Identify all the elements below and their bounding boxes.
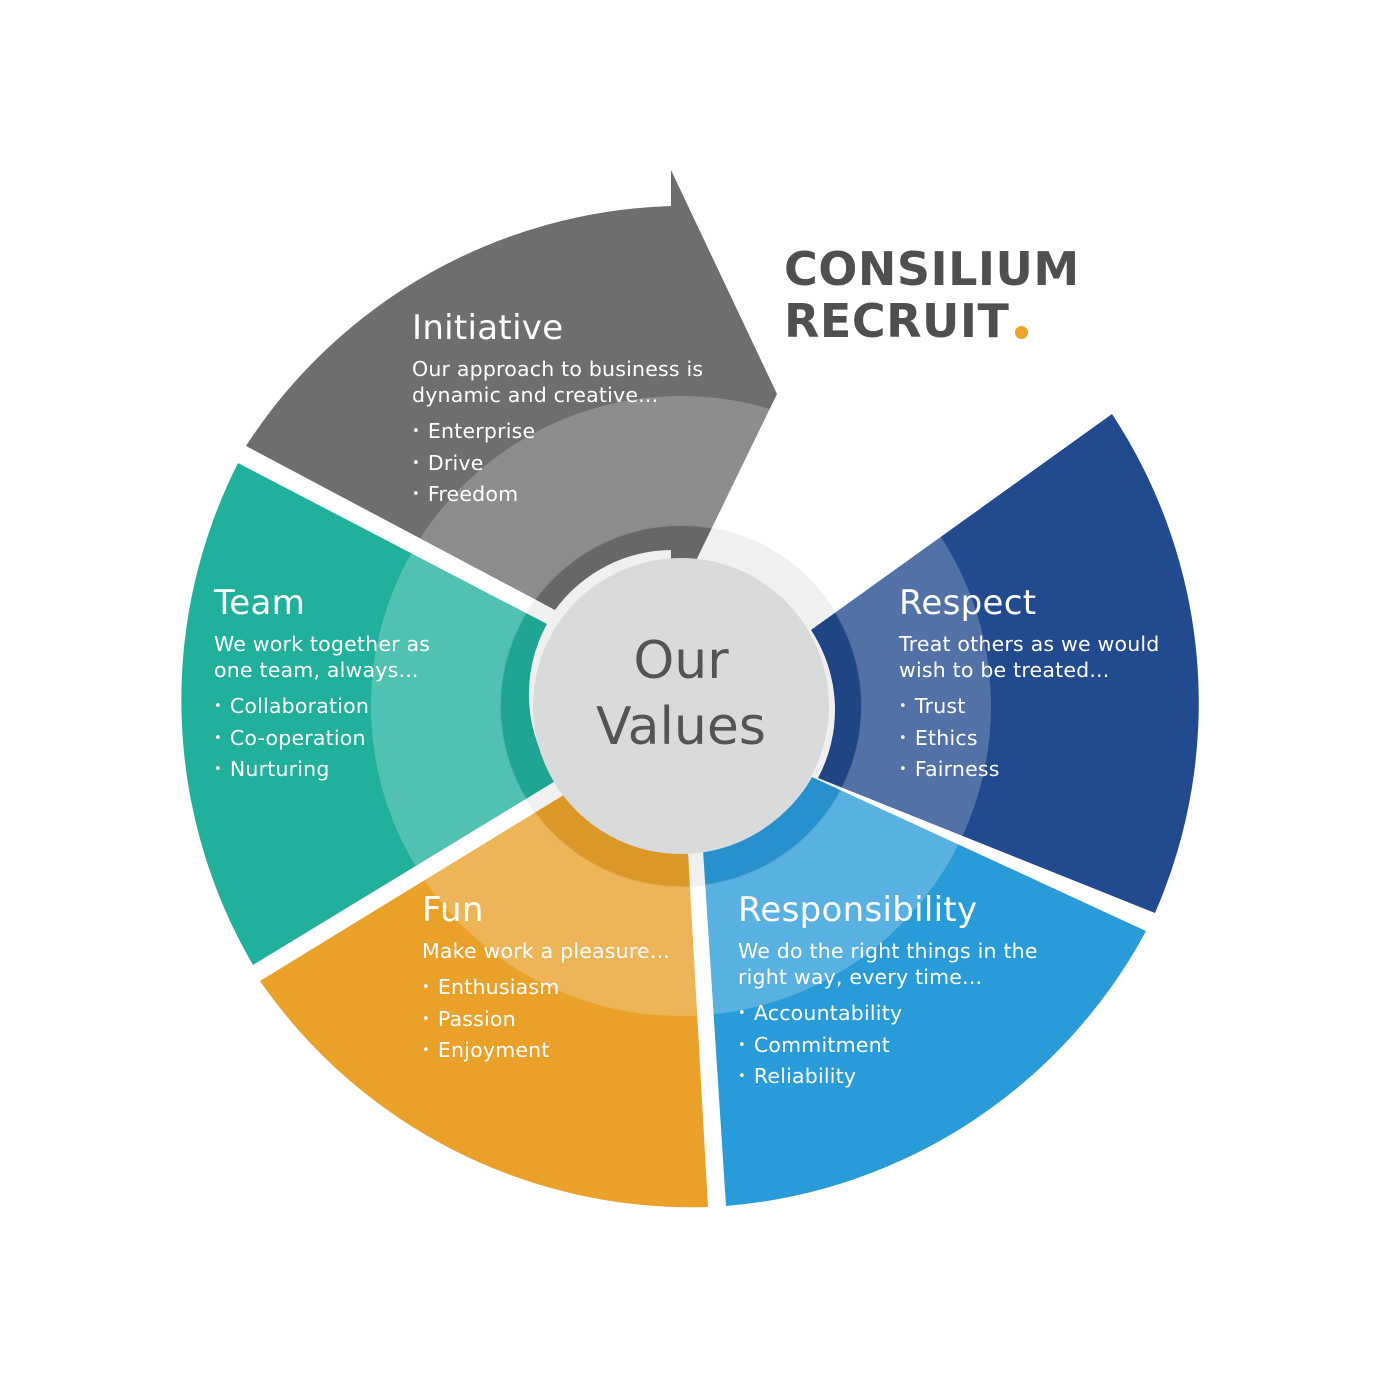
list-item: Ethics bbox=[899, 723, 1189, 755]
list-item: Collaboration bbox=[214, 691, 474, 723]
responsibility-description: We do the right things in the right way,… bbox=[738, 939, 1038, 989]
initiative-description: Our approach to business is dynamic and … bbox=[412, 357, 704, 407]
inner-ring-shadow bbox=[500, 525, 862, 887]
respect-title: Respect bbox=[899, 583, 1037, 623]
brand-logo: CONSILIUM RECRUIT bbox=[784, 243, 1080, 347]
list-item: Passion bbox=[422, 1004, 692, 1036]
team-block: Team We work together as one team, alway… bbox=[214, 583, 474, 786]
logo-line2: RECRUIT bbox=[784, 295, 1080, 347]
list-item: Enthusiasm bbox=[422, 972, 692, 1004]
list-item: Reliability bbox=[738, 1061, 1038, 1093]
responsibility-block: Responsibility We do the right things in… bbox=[738, 890, 1038, 1093]
team-list: Collaboration Co-operation Nurturing bbox=[214, 691, 474, 786]
list-item: Fairness bbox=[899, 754, 1189, 786]
center-title-line1: Our bbox=[633, 631, 729, 691]
respect-segment bbox=[811, 414, 1199, 913]
initiative-block: Initiative Our approach to business is d… bbox=[412, 308, 712, 511]
fun-list: Enthusiasm Passion Enjoyment bbox=[422, 972, 692, 1067]
fun-title: Fun bbox=[422, 890, 484, 930]
list-item: Enterprise bbox=[412, 416, 712, 448]
logo-line1: CONSILIUM bbox=[784, 242, 1080, 296]
fun-description: Make work a pleasure... bbox=[422, 939, 671, 963]
list-item: Accountability bbox=[738, 998, 1038, 1030]
responsibility-title: Responsibility bbox=[738, 890, 978, 930]
responsibility-segment bbox=[703, 777, 1146, 1206]
fun-block: Fun Make work a pleasure... Enthusiasm P… bbox=[422, 890, 692, 1067]
list-item: Commitment bbox=[738, 1030, 1038, 1062]
list-item: Trust bbox=[899, 691, 1189, 723]
list-item: Freedom bbox=[412, 479, 712, 511]
initiative-title: Initiative bbox=[412, 308, 564, 348]
responsibility-list: Accountability Commitment Reliability bbox=[738, 998, 1038, 1093]
center-hub bbox=[533, 558, 829, 854]
center-title-line2: Values bbox=[596, 697, 766, 757]
initiative-list: Enterprise Drive Freedom bbox=[412, 416, 712, 511]
list-item: Co-operation bbox=[214, 723, 474, 755]
team-title: Team bbox=[214, 583, 306, 623]
respect-list: Trust Ethics Fairness bbox=[899, 691, 1189, 786]
logo-line2-text: RECRUIT bbox=[784, 294, 1010, 348]
list-item: Enjoyment bbox=[422, 1035, 692, 1067]
respect-block: Respect Treat others as we would wish to… bbox=[899, 583, 1189, 786]
respect-description: Treat others as we would wish to be trea… bbox=[899, 632, 1160, 682]
center-title: Our Values bbox=[533, 628, 829, 760]
list-item: Nurturing bbox=[214, 754, 474, 786]
team-description: We work together as one team, always... bbox=[214, 632, 431, 682]
list-item: Drive bbox=[412, 448, 712, 480]
logo-dot bbox=[1015, 326, 1029, 339]
